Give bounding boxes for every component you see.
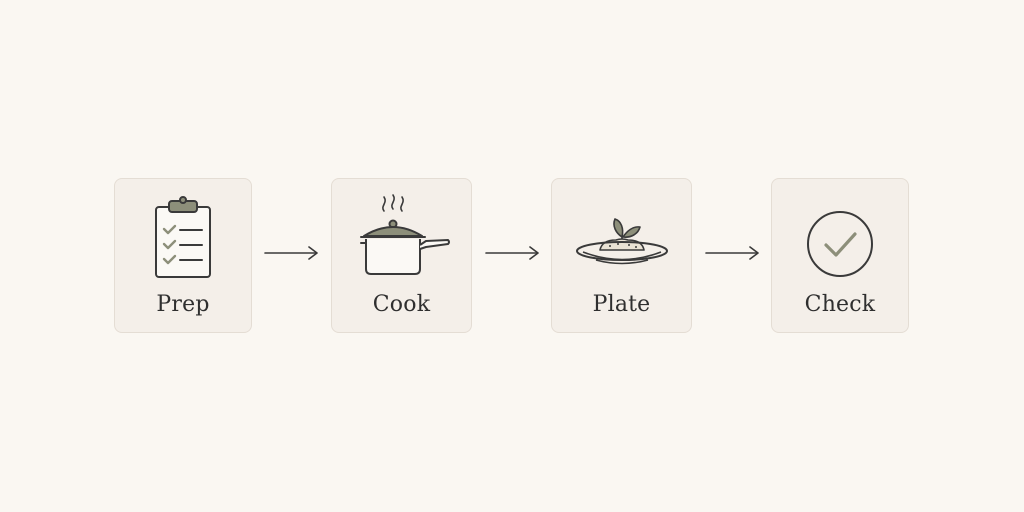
arrow-right-icon [705,245,761,261]
cooking-pot-icon [332,193,471,283]
clipboard-checklist-icon [115,193,251,283]
step-prep: Prep [114,178,252,333]
step-label: Cook [372,292,431,317]
step-plate: Plate [551,178,692,333]
step-label: Prep [156,292,210,317]
step-label: Check [804,292,876,317]
check-circle-icon [772,193,908,283]
step-label: Plate [592,292,651,317]
step-cook: Cook [331,178,472,333]
arrow-right-icon [264,245,320,261]
step-check: Check [771,178,909,333]
arrow-right-icon [485,245,541,261]
plated-dish-icon [552,193,691,283]
